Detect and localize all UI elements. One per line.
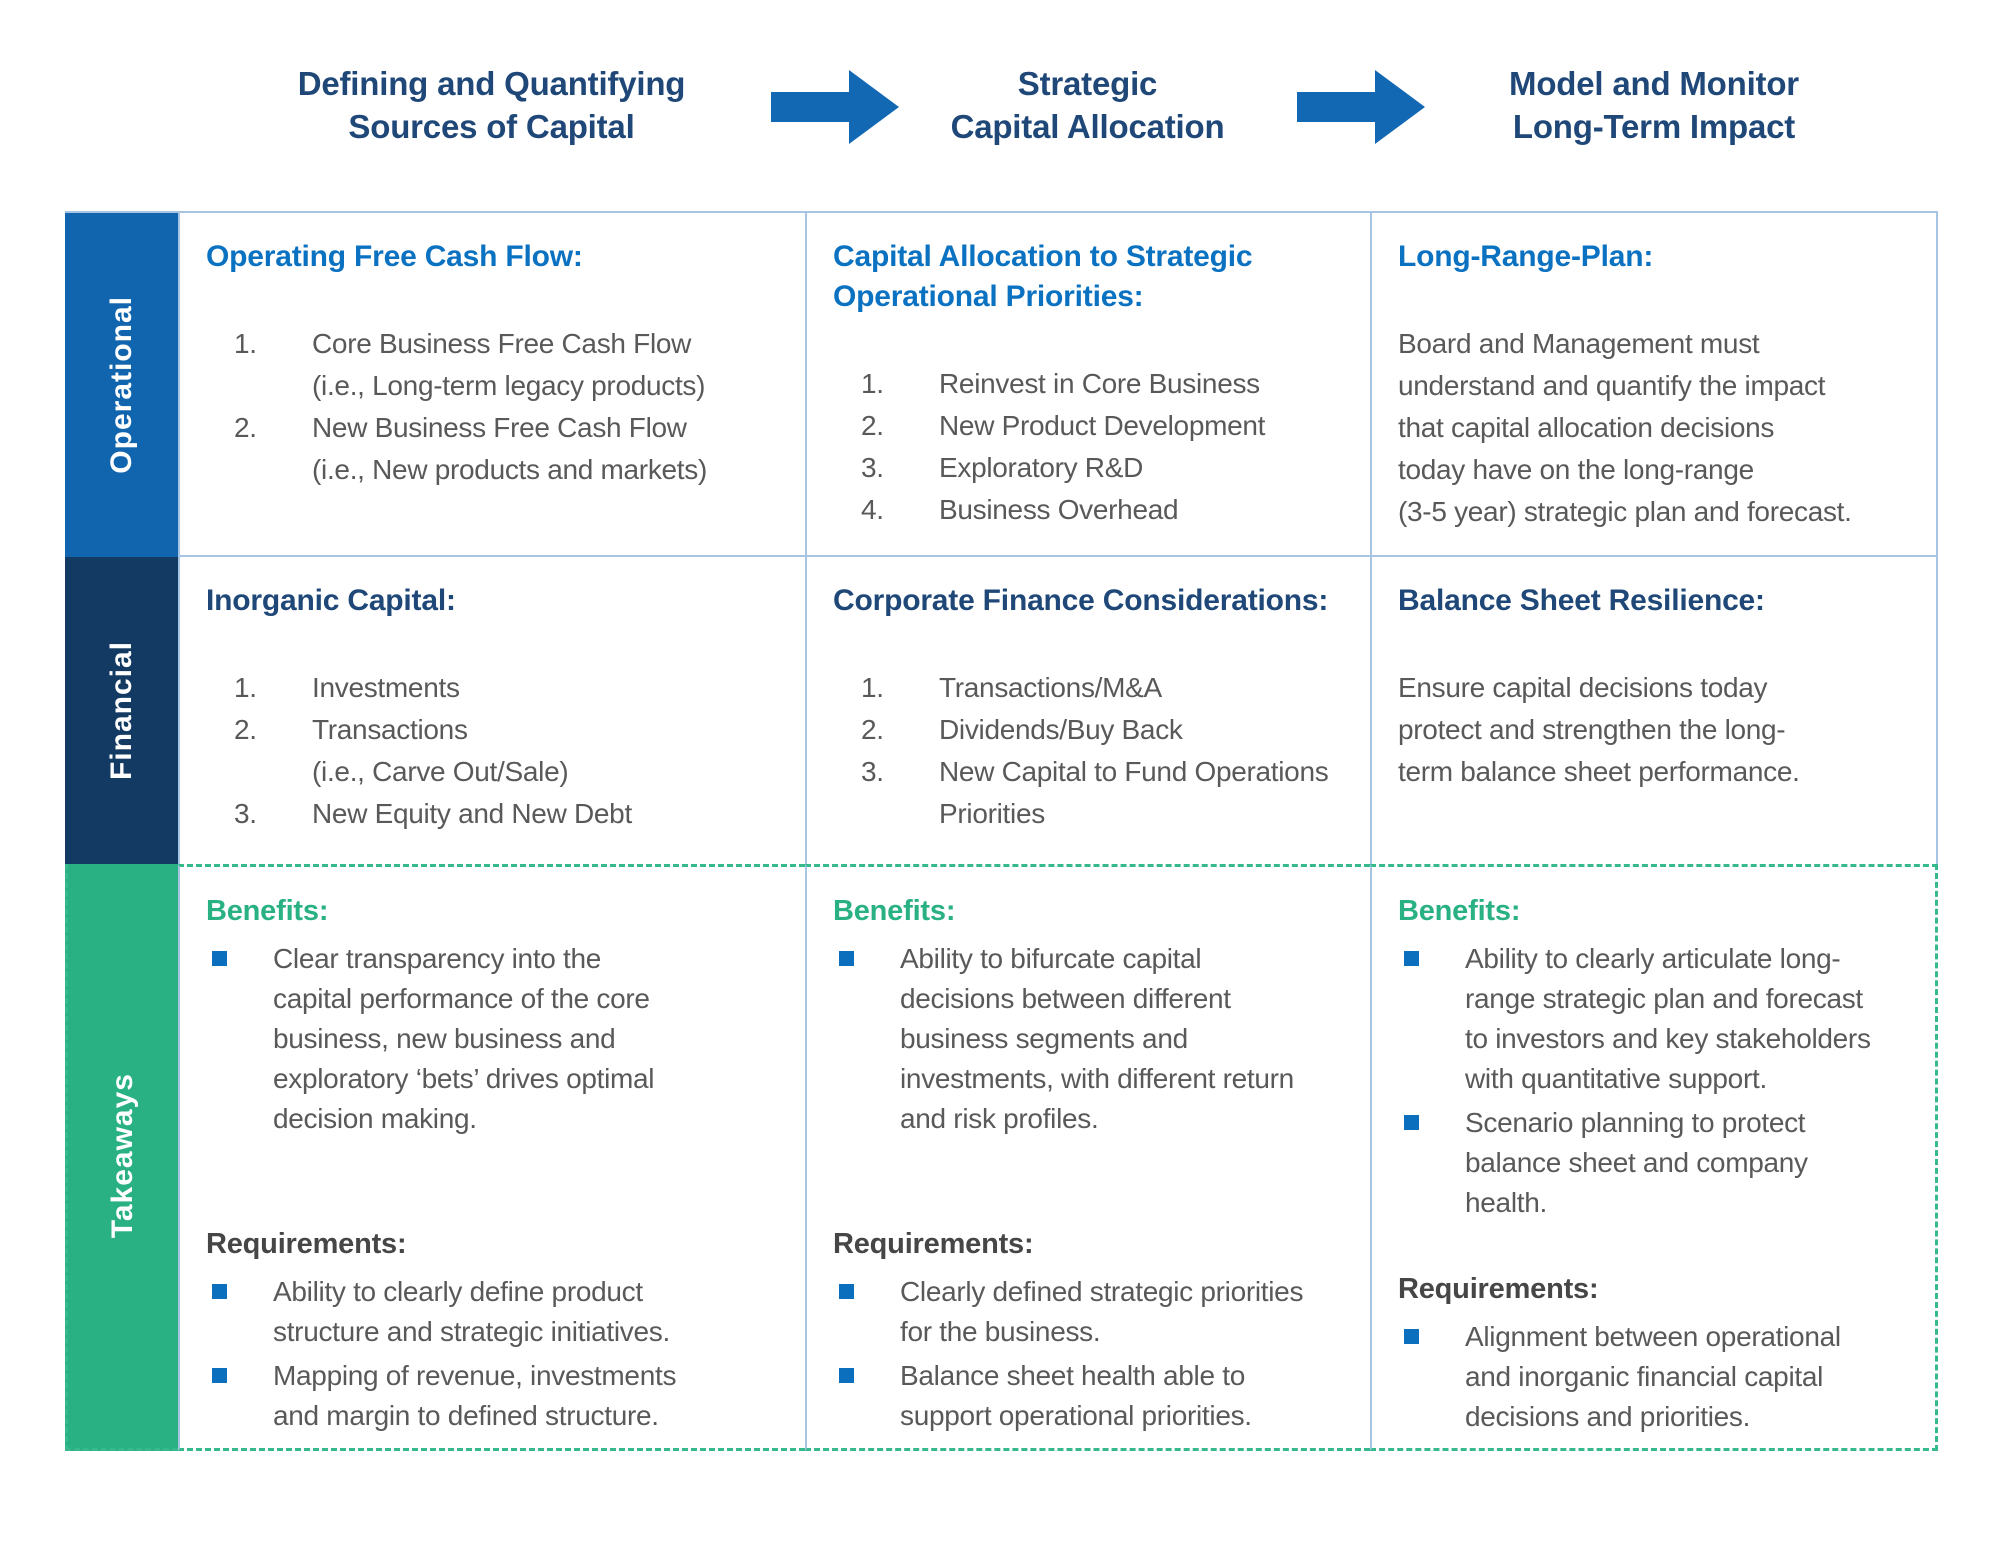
list-item: Transactions (i.e., Carve Out/Sale) (312, 714, 569, 787)
row-label-financial: Financial (65, 557, 178, 864)
bullet-square-icon (212, 951, 227, 966)
requirements-section: Requirements: Ability to clearly define … (206, 1224, 793, 1436)
bullet-item: Ability to clearly define product struct… (206, 1272, 793, 1352)
benefits-heading: Benefits: (206, 895, 329, 927)
step-title-impact: Model and Monitor Long-Term Impact (1509, 65, 1799, 145)
bullet-square-icon (1404, 951, 1419, 966)
cell-heading: Capital Allocation to Strategic Operatio… (833, 240, 1253, 313)
cell-heading: Operating Free Cash Flow: (206, 240, 583, 273)
list-item: New Business Free Cash Flow (i.e., New p… (312, 412, 707, 485)
step-title-sources: Defining and Quantifying Sources of Capi… (297, 65, 686, 145)
bullet-square-icon (839, 1284, 854, 1299)
cell-takeaways-impact: Benefits: Ability to clearly articulate … (1370, 864, 1938, 1451)
framework-table: Operational Operating Free Cash Flow: Co… (65, 211, 1938, 1451)
cell-paragraph: Ensure capital decisions today protect a… (1398, 672, 1800, 787)
bullet-item: Scenario planning to protect balance she… (1398, 1103, 1923, 1223)
row-label-text: Financial (104, 640, 138, 781)
bullet-item: Balance sheet health able to support ope… (833, 1356, 1358, 1436)
cell-heading: Corporate Finance Considerations: (833, 584, 1329, 617)
flow-arrow-icon (1297, 70, 1425, 144)
flow-arrow-icon (771, 70, 899, 144)
row-label-operational: Operational (65, 211, 178, 557)
list-item: Core Business Free Cash Flow (i.e., Long… (312, 328, 706, 401)
list-item: New Equity and New Debt (312, 798, 632, 829)
list-item: New Capital to Fund Operations Prioritie… (939, 756, 1329, 829)
list-item: Dividends/Buy Back (939, 714, 1183, 745)
bullet-square-icon (1404, 1329, 1419, 1344)
capital-allocation-framework: Defining and Quantifying Sources of Capi… (65, 0, 1938, 1451)
requirements-section: Requirements: Clearly defined strategic … (833, 1224, 1358, 1436)
row-label-text: Takeaways (106, 1073, 139, 1239)
cell-operational-sources: Operating Free Cash Flow: Core Business … (178, 211, 805, 557)
bullet-item: Alignment between operational and inorga… (1398, 1317, 1923, 1437)
bullet-square-icon (212, 1368, 227, 1383)
list-item: New Product Development (939, 410, 1266, 441)
numbered-list: Transactions/M&A Dividends/Buy Back New … (861, 667, 1358, 835)
list-item: Business Overhead (939, 494, 1179, 525)
bullet-item: Clearly defined strategic priorities for… (833, 1272, 1358, 1352)
cell-heading: Long-Range-Plan: (1398, 240, 1654, 273)
requirements-heading: Requirements: (1398, 1273, 1599, 1305)
requirements-heading: Requirements: (206, 1228, 407, 1260)
bullet-square-icon (212, 1284, 227, 1299)
numbered-list: Reinvest in Core Business New Product De… (861, 363, 1358, 531)
cell-heading: Inorganic Capital: (206, 584, 456, 617)
list-item: Exploratory R&D (939, 452, 1144, 483)
step-title-allocation: Strategic Capital Allocation (950, 65, 1225, 145)
bullet-square-icon (839, 1368, 854, 1383)
bullet-item: Ability to clearly articulate long- rang… (1398, 939, 1923, 1099)
row-label-takeaways: Takeaways (65, 864, 178, 1451)
cell-takeaways-sources: Benefits: Clear transparency into the ca… (178, 864, 805, 1451)
benefits-section: Benefits: Ability to clearly articulate … (1398, 891, 1923, 1269)
cell-paragraph: Board and Management must understand and… (1398, 328, 1852, 527)
benefits-heading: Benefits: (833, 895, 956, 927)
requirements-heading: Requirements: (833, 1228, 1034, 1260)
cell-operational-allocation: Capital Allocation to Strategic Operatio… (805, 211, 1370, 557)
list-item: Transactions/M&A (939, 672, 1162, 703)
cell-financial-sources: Inorganic Capital: Investments Transacti… (178, 557, 805, 864)
numbered-list: Core Business Free Cash Flow (i.e., Long… (234, 323, 793, 491)
bullet-item: Clear transparency into the capital perf… (206, 939, 793, 1139)
cell-heading: Balance Sheet Resilience: (1398, 584, 1765, 617)
benefits-heading: Benefits: (1398, 895, 1521, 927)
cell-operational-impact: Long-Range-Plan: Board and Management mu… (1370, 211, 1938, 557)
benefits-section: Benefits: Clear transparency into the ca… (206, 891, 793, 1224)
list-item: Reinvest in Core Business (939, 368, 1260, 399)
process-header: Defining and Quantifying Sources of Capi… (65, 62, 1938, 148)
list-item: Investments (312, 672, 460, 703)
benefits-section: Benefits: Ability to bifurcate capital d… (833, 891, 1358, 1224)
bullet-square-icon (1404, 1115, 1419, 1130)
cell-financial-allocation: Corporate Finance Considerations: Transa… (805, 557, 1370, 864)
bullet-item: Mapping of revenue, investments and marg… (206, 1356, 793, 1436)
cell-takeaways-allocation: Benefits: Ability to bifurcate capital d… (805, 864, 1370, 1451)
bullet-item: Ability to bifurcate capital decisions b… (833, 939, 1358, 1139)
numbered-list: Investments Transactions (i.e., Carve Ou… (234, 667, 793, 835)
cell-financial-impact: Balance Sheet Resilience: Ensure capital… (1370, 557, 1938, 864)
requirements-section: Requirements: Alignment between operatio… (1398, 1269, 1923, 1437)
bullet-square-icon (839, 951, 854, 966)
row-label-text: Operational (104, 296, 138, 474)
